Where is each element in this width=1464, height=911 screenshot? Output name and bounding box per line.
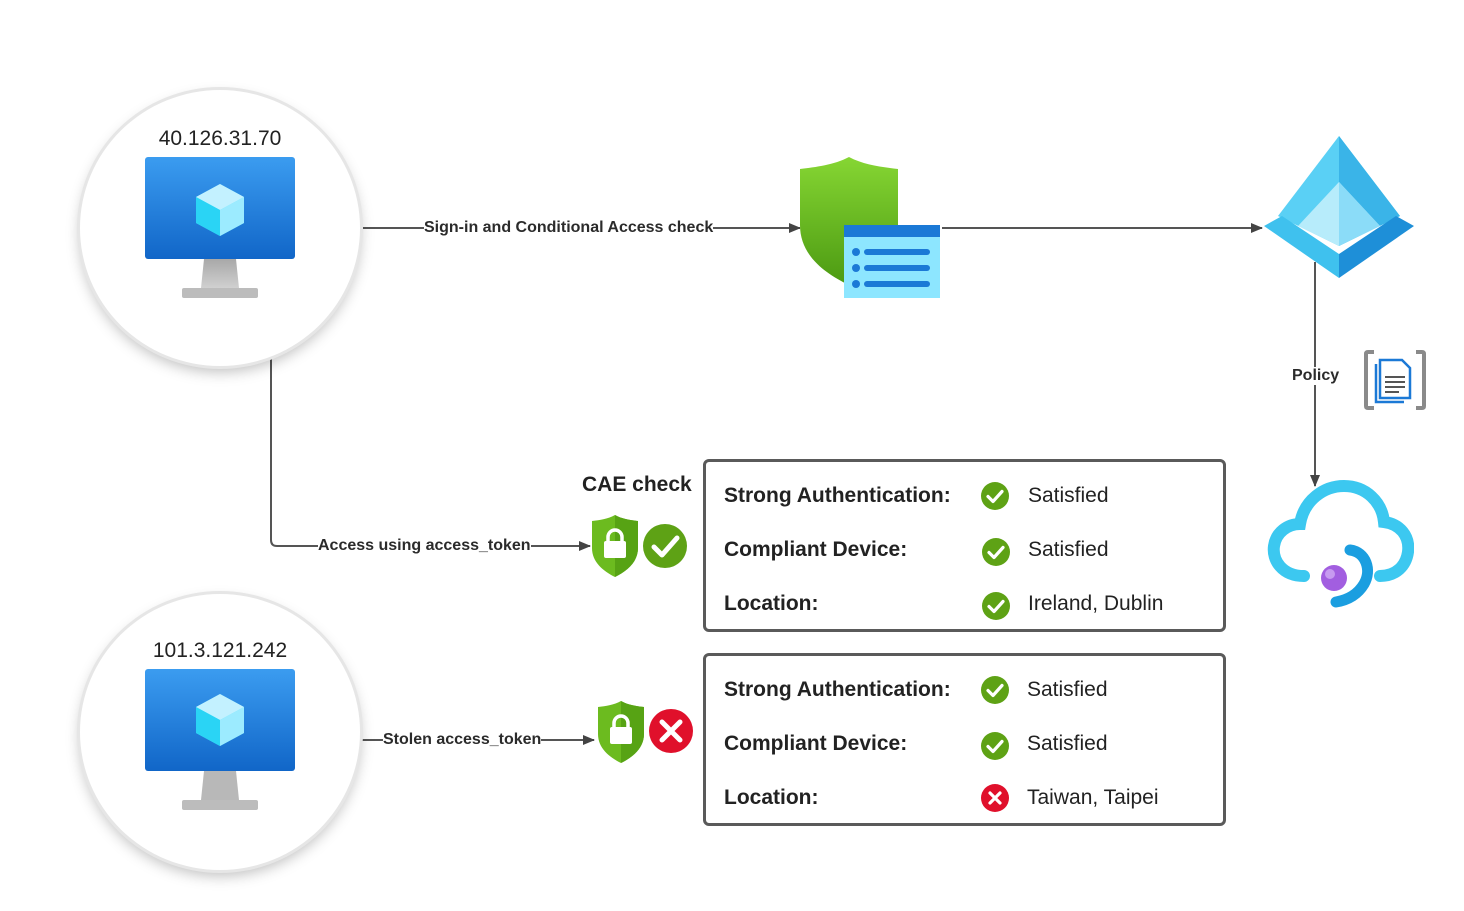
device-ip-2: 101.3.121.242 (152, 639, 288, 662)
monitor-icon (145, 669, 295, 810)
azure-ad-icon (1264, 136, 1414, 278)
panel-row: Compliant Device: Satisfied (724, 536, 1204, 566)
cloud-app-icon (1267, 479, 1414, 608)
edge-label-access: Access using access_token (318, 537, 531, 555)
x-circle-icon (981, 784, 1009, 812)
check-circle-icon (981, 676, 1009, 704)
device-ip-1: 40.126.31.70 (158, 127, 282, 150)
lock-shield-icon (592, 515, 638, 577)
row-label: Location: (724, 786, 819, 809)
monitor-icon (145, 157, 295, 298)
x-circle-icon (649, 709, 693, 753)
row-value: Satisfied (1028, 538, 1109, 561)
cae-result-panel-1: Strong Authentication: Satisfied Complia… (703, 459, 1226, 632)
row-label: Compliant Device: (724, 538, 908, 561)
check-circle-icon (982, 592, 1010, 620)
row-value: Satisfied (1027, 678, 1108, 701)
check-circle-icon (643, 524, 687, 568)
row-value: Satisfied (1028, 484, 1109, 507)
edge-access-line (270, 258, 591, 551)
panel-row: Strong Authentication: Satisfied (724, 676, 1204, 706)
row-value: Satisfied (1027, 732, 1108, 755)
cae-check-title: CAE check (582, 473, 692, 496)
row-label: Compliant Device: (724, 732, 908, 755)
row-label: Strong Authentication: (724, 678, 951, 701)
row-label: Strong Authentication: (724, 484, 951, 507)
row-label: Location: (724, 592, 819, 615)
cae-result-panel-2: Strong Authentication: Satisfied Complia… (703, 653, 1226, 826)
panel-row: Location: Taiwan, Taipei (724, 784, 1204, 814)
edge-label-policy: Policy (1290, 367, 1342, 385)
check-circle-icon (981, 482, 1009, 510)
row-value: Taiwan, Taipei (1027, 786, 1159, 809)
conditional-access-icon (800, 157, 940, 298)
lock-shield-icon (598, 701, 644, 763)
edge-label-stolen: Stolen access_token (383, 731, 542, 749)
edge-label-signin: Sign-in and Conditional Access check (424, 219, 714, 237)
check-circle-icon (982, 538, 1010, 566)
check-circle-icon (981, 732, 1009, 760)
panel-row: Location: Ireland, Dublin (724, 590, 1204, 620)
row-value: Ireland, Dublin (1028, 592, 1164, 615)
panel-row: Strong Authentication: Satisfied (724, 482, 1204, 512)
policy-document-icon (1364, 350, 1426, 410)
panel-row: Compliant Device: Satisfied (724, 730, 1204, 760)
